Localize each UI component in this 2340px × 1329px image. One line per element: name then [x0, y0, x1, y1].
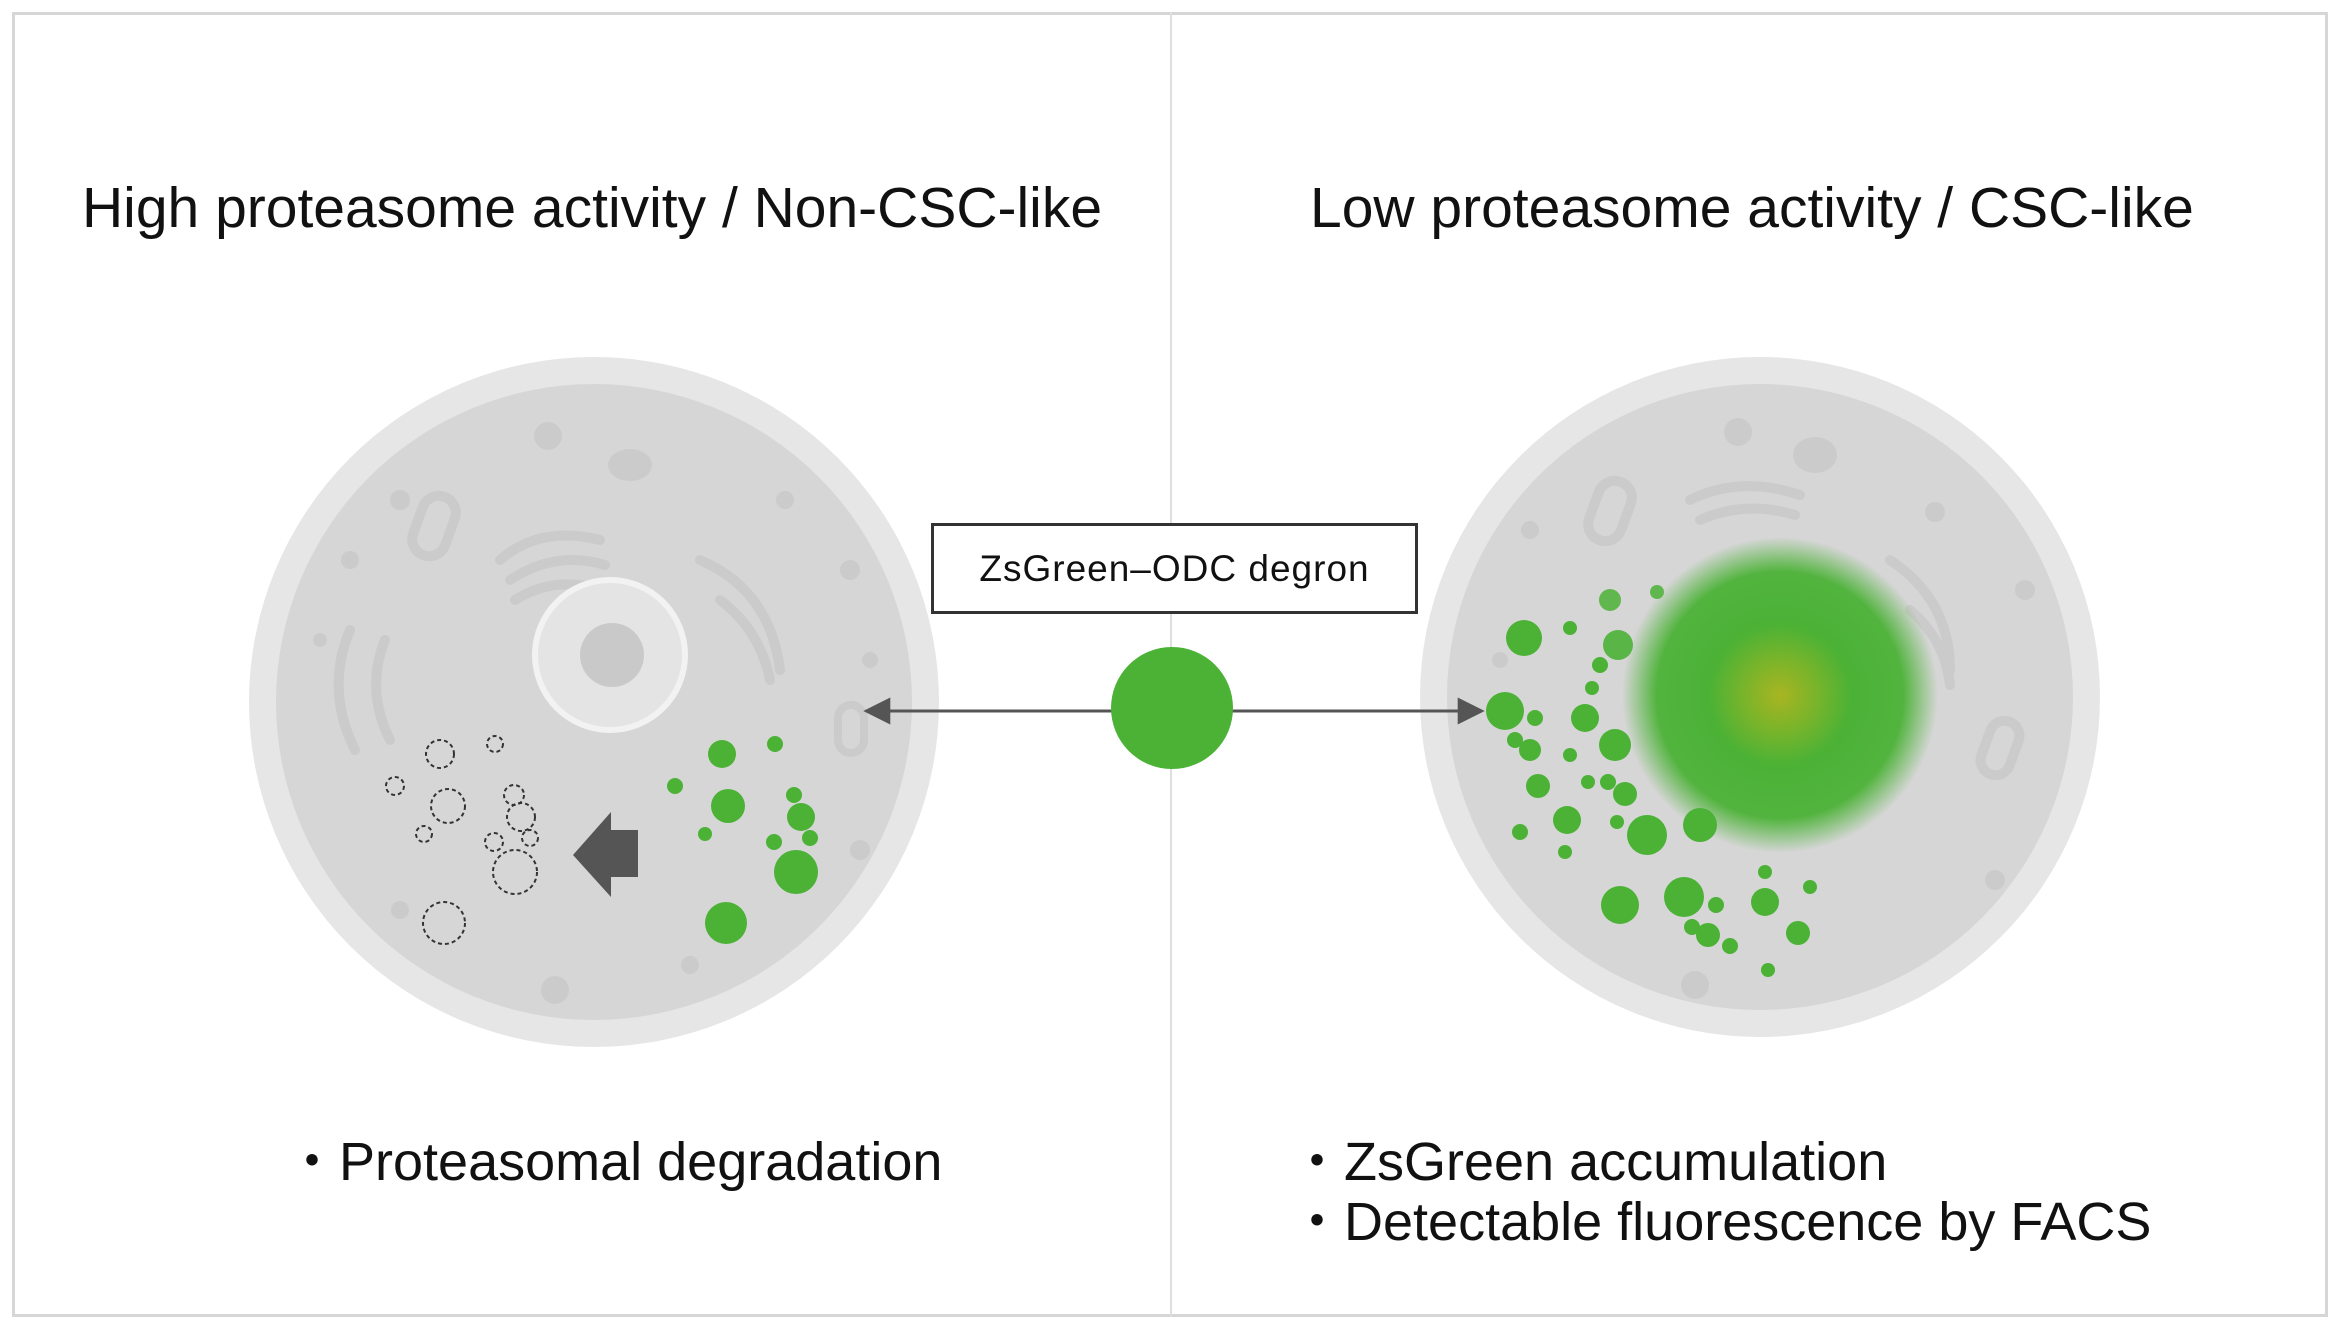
degradation-arrow-icon: [573, 812, 638, 897]
cell-right-icon: [1420, 357, 2100, 1037]
reporter-label: ZsGreen–ODC degron: [931, 523, 1418, 614]
title-left: High proteasome activity / Non-CSC-like: [82, 176, 1103, 240]
bullet-item: ・ZsGreen accumulation: [1290, 1132, 1888, 1192]
bullets-left: ・Proteasomal degradation: [285, 1132, 942, 1192]
reporter-label-text: ZsGreen–ODC degron: [979, 547, 1370, 589]
zsgreen-protein-icon: [1111, 647, 1233, 769]
zsgreen-fluorescence: [1622, 537, 1938, 853]
title-right: Low proteasome activity / CSC-like: [1310, 176, 2194, 240]
cell-left-icon: [249, 357, 939, 1047]
bullet-item: ・Proteasomal degradation: [285, 1132, 943, 1192]
bullet-item: ・Detectable fluorescence by FACS: [1290, 1192, 2152, 1252]
bullets-right: ・ZsGreen accumulation ・Detectable fluore…: [1290, 1132, 2151, 1252]
